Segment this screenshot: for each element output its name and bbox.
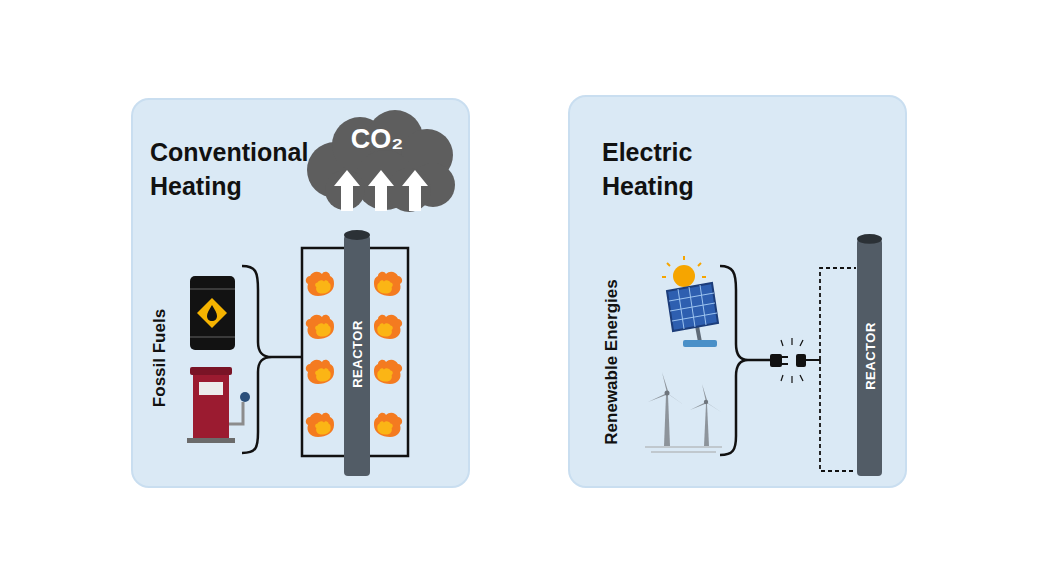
solar-panel-part-part	[670, 303, 715, 311]
flames-part	[306, 413, 334, 437]
fuel-pump-part	[193, 372, 229, 440]
category-label: Fossil Fuels	[150, 309, 170, 407]
solar-panel-part	[669, 285, 717, 329]
flames-part	[374, 315, 402, 339]
flames-part	[306, 315, 334, 339]
plug-part	[770, 354, 782, 367]
wind-turbines-part	[664, 395, 670, 446]
solar-panel-part-part	[683, 256, 685, 260]
solar-panel-part-part	[672, 313, 717, 321]
dashed-wire	[820, 268, 856, 471]
plug	[770, 338, 820, 383]
wind-turbines-part	[706, 402, 721, 412]
solar-panel-part	[697, 326, 700, 342]
cloud-shape-part	[402, 170, 428, 211]
wind-turbines-part	[704, 400, 708, 404]
bracket	[720, 266, 770, 455]
plug-part-part	[781, 375, 783, 381]
fuel-pump-part	[190, 367, 232, 375]
reactor-cylinder-part	[344, 230, 370, 240]
fuel-pump	[187, 367, 250, 443]
cloud-shape-part	[387, 168, 431, 212]
wind-turbines-part	[645, 446, 722, 448]
reactor: REACTOR	[857, 234, 882, 478]
solar-panel	[662, 256, 718, 347]
plug-part	[806, 359, 820, 361]
solar-panel-part	[667, 283, 718, 331]
cloud-shape-part	[334, 170, 360, 211]
oil-barrel-part	[190, 288, 235, 290]
reactor-label: REACTOR	[350, 320, 365, 388]
solar-panel-part-part	[698, 263, 701, 266]
reactor-cylinder-part	[344, 235, 370, 476]
fuel-pump-part	[187, 438, 235, 443]
plug-part	[782, 356, 788, 358]
flames-part	[374, 272, 402, 296]
solar-panel-part-part	[669, 293, 714, 301]
oil-barrel-part	[207, 305, 217, 321]
reactor-label: REACTOR	[862, 322, 877, 390]
wind-turbines-part	[662, 372, 668, 393]
fuel-pump-part	[199, 382, 223, 395]
co2-cloud: CO₂	[305, 110, 457, 212]
plug-part	[796, 354, 806, 367]
reactor: REACTOR	[344, 230, 370, 478]
oil-barrel	[190, 276, 235, 350]
solar-panel-part-part	[702, 276, 706, 278]
wind-turbines-part	[690, 402, 706, 410]
wind-turbines-part	[648, 393, 667, 402]
oil-barrel-part	[190, 336, 235, 338]
flames	[306, 272, 402, 437]
flames-part	[306, 360, 334, 384]
plug-part	[782, 363, 788, 365]
bracket	[242, 266, 302, 453]
wind-turbines-part	[665, 391, 670, 396]
plug-part-part	[800, 375, 803, 381]
solar-panel-part-part	[662, 276, 666, 278]
plug-part	[781, 338, 803, 383]
plug-part-part	[791, 376, 792, 383]
flames-part	[374, 360, 402, 384]
cloud-shape-part	[325, 170, 365, 210]
solar-panel-part	[683, 340, 717, 347]
oil-barrel-part	[197, 298, 227, 328]
plug-part-part	[800, 340, 803, 346]
panel-heading: Conventional Heating	[150, 135, 320, 203]
oil-barrel-part	[190, 276, 235, 350]
wind-turbines-part	[702, 384, 707, 402]
solar-panel-part	[673, 265, 695, 287]
fuel-pump-part	[240, 392, 250, 402]
panel: Conventional Heating CO₂ REACTOR	[131, 98, 470, 488]
wind-turbines-part	[667, 393, 684, 405]
plug-part-part	[781, 340, 783, 346]
wind-turbines-part	[651, 451, 716, 453]
category-label: Renewable Energies	[602, 279, 622, 444]
reactor-cylinder-part	[857, 239, 882, 476]
reactor-cylinder-part	[857, 234, 882, 244]
fuel-pump-part	[229, 402, 243, 424]
cloud-label: CO₂	[351, 124, 404, 155]
flames-part	[374, 413, 402, 437]
furnace-box	[302, 248, 408, 456]
wind-turbines	[645, 372, 722, 452]
flames-part	[306, 272, 334, 296]
wind-turbines-part	[704, 404, 709, 446]
panel-heading: Electric Heating	[602, 135, 772, 203]
solar-panel-part-part	[667, 263, 670, 266]
solar-panel-part	[662, 256, 706, 277]
plug-part-part	[791, 338, 792, 345]
cloud-shape-part	[368, 170, 394, 211]
